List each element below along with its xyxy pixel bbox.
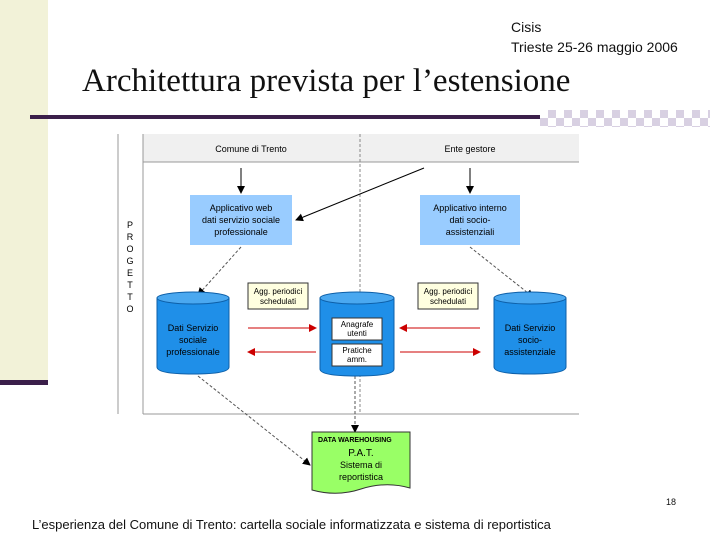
agg-periodici-left: Agg. periodici schedulati [247,282,309,310]
db-servizio-socio-assistenziale: Dati Servizio socio- assistenziale [493,291,567,375]
svg-text:DATA WAREHOUSING: DATA WAREHOUSING [318,437,392,444]
slide-title: Architettura prevista per l’estensione [82,63,571,99]
svg-text:dati servizio sociale: dati servizio sociale [202,215,280,225]
app-web-box: Applicativo web dati servizio sociale pr… [190,195,292,245]
svg-text:sociale: sociale [179,335,207,345]
left-decorative-band [0,0,48,385]
svg-text:assistenziale: assistenziale [504,347,556,357]
svg-text:R: R [127,232,134,242]
svg-text:Sistema di: Sistema di [340,460,382,470]
page-number: 18 [666,497,677,507]
checker-pattern [540,110,710,127]
header-event: Trieste 25-26 maggio 2006 [511,39,678,55]
svg-text:Applicativo web: Applicativo web [210,203,273,213]
svg-text:Anagrafe: Anagrafe [341,320,374,329]
svg-text:T: T [127,292,133,302]
svg-text:professionale: professionale [166,347,220,357]
footer-text: L’esperienza del Comune di Trento: carte… [32,517,551,532]
svg-text:schedulati: schedulati [260,297,296,306]
svg-text:T: T [127,280,133,290]
svg-text:reportistica: reportistica [339,472,383,482]
svg-text:P.A.T.: P.A.T. [348,448,373,459]
svg-text:Agg. periodici: Agg. periodici [424,287,473,296]
svg-text:O: O [126,304,133,314]
left-band-rule [0,380,48,385]
title-rule [30,115,540,119]
svg-text:dati socio-: dati socio- [449,215,490,225]
arrow-ente-to-app-web [295,167,425,222]
anagrafe-utenti-box: Anagrafe utenti [331,317,383,341]
column-label-ente: Ente gestore [444,144,495,154]
svg-text:socio-: socio- [518,335,542,345]
svg-text:O: O [126,244,133,254]
side-label-progetto: P R O G E T T O [126,220,133,314]
pratiche-amm-box: Pratiche amm. [331,343,383,367]
svg-text:P: P [127,220,133,230]
app-interno-box: Applicativo interno dati socio- assisten… [420,195,520,245]
agg-periodici-right: Agg. periodici schedulati [417,282,479,310]
svg-text:Pratiche: Pratiche [342,346,372,355]
svg-text:Dati Servizio: Dati Servizio [168,323,219,333]
svg-text:Agg. periodici: Agg. periodici [254,287,303,296]
header-org: Cisis [511,19,542,35]
svg-text:Applicativo interno: Applicativo interno [433,203,507,213]
data-warehousing-box: DATA WAREHOUSING P.A.T. Sistema di repor… [311,431,411,494]
dashed-app-web-to-db [197,246,242,296]
svg-text:G: G [126,256,133,266]
svg-text:E: E [127,268,133,278]
dashed-app-interno-to-db [469,246,534,298]
svg-text:amm.: amm. [347,355,367,364]
svg-text:professionale: professionale [214,227,268,237]
dashed-db-to-dw [197,375,311,466]
db-servizio-sociale-professionale: Dati Servizio sociale professionale [156,291,230,375]
svg-text:schedulati: schedulati [430,297,466,306]
svg-text:Dati Servizio: Dati Servizio [505,323,556,333]
svg-text:assistenziali: assistenziali [446,227,495,237]
svg-text:utenti: utenti [347,329,367,338]
column-label-comune: Comune di Trento [215,144,287,154]
